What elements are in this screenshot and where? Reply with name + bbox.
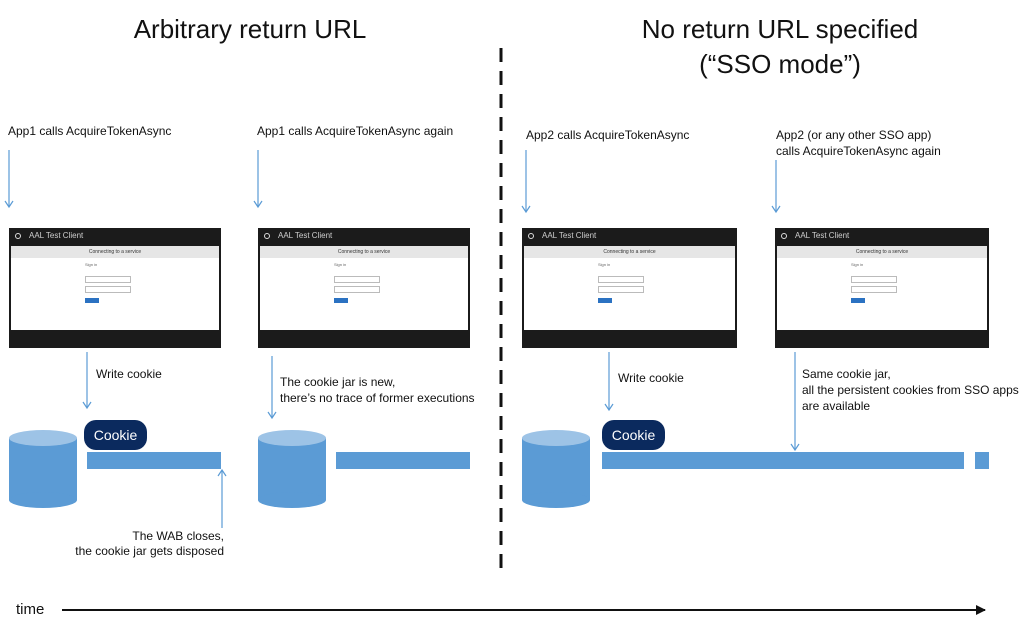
connect-header: Connecting to a service: [11, 246, 219, 258]
right-section-title-line1: No return URL specified: [641, 14, 919, 44]
window-icon: [264, 233, 270, 239]
signin-button[interactable]: [598, 298, 612, 303]
step-app1-call: App1 calls AcquireTokenAsync: [8, 124, 172, 138]
wab-window-1: AAL Test Client Connecting to a service …: [9, 228, 221, 348]
password-field[interactable]: [851, 286, 897, 293]
cookie-jar-left-1: [9, 430, 77, 508]
cookie-badge-right: Cookie: [602, 420, 665, 450]
signin-button[interactable]: [851, 298, 865, 303]
username-field[interactable]: [598, 276, 644, 283]
cookie-jar-right: [522, 430, 590, 508]
cookie-jar-left-2: [258, 430, 326, 508]
connect-header: Connecting to a service: [260, 246, 468, 258]
username-field[interactable]: [85, 276, 131, 283]
same-jar-line2: all the persistent cookies from SSO apps: [802, 383, 1019, 397]
step-app2-call: App2 calls AcquireTokenAsync: [526, 128, 690, 142]
signin-button[interactable]: [85, 298, 99, 303]
jar-lifetime-bar-right: [602, 452, 964, 469]
wab-window-4: AAL Test Client Connecting to a service …: [775, 228, 989, 348]
password-field[interactable]: [598, 286, 644, 293]
step-app2-call-again-line1: App2 (or any other SSO app): [776, 128, 932, 142]
same-jar-line1: Same cookie jar,: [802, 367, 891, 381]
username-field[interactable]: [334, 276, 380, 283]
signin-text: Sign in: [851, 262, 864, 267]
window-title: AAL Test Client: [278, 231, 333, 240]
window-icon: [15, 233, 21, 239]
window-title: AAL Test Client: [29, 231, 84, 240]
password-field[interactable]: [334, 286, 380, 293]
window-title: AAL Test Client: [795, 231, 850, 240]
wab-window-3: AAL Test Client Connecting to a service …: [522, 228, 737, 348]
connect-header: Connecting to a service: [524, 246, 735, 258]
wab-close-line1: The WAB closes,: [132, 529, 224, 543]
window-icon: [781, 233, 787, 239]
username-field[interactable]: [851, 276, 897, 283]
write-cookie-left: Write cookie: [96, 367, 162, 381]
write-cookie-right: Write cookie: [618, 371, 684, 385]
time-label: time: [16, 601, 45, 618]
right-section-title-line2: (“SSO mode”): [699, 49, 861, 79]
wab-close-line2: the cookie jar gets disposed: [75, 544, 224, 558]
signin-button[interactable]: [334, 298, 348, 303]
signin-text: Sign in: [598, 262, 611, 267]
window-title: AAL Test Client: [542, 231, 597, 240]
signin-text: Sign in: [85, 262, 98, 267]
connect-header: Connecting to a service: [777, 246, 987, 258]
new-jar-line1: The cookie jar is new,: [280, 375, 396, 389]
jar-lifetime-bar-right-continued: [975, 452, 989, 469]
window-icon: [528, 233, 534, 239]
password-field[interactable]: [85, 286, 131, 293]
same-jar-line3: are available: [802, 399, 871, 413]
step-app2-call-again-line2: calls AcquireTokenAsync again: [776, 144, 941, 158]
signin-text: Sign in: [334, 262, 347, 267]
wab-window-2: AAL Test Client Connecting to a service …: [258, 228, 470, 348]
jar-lifetime-bar-left-2: [336, 452, 470, 469]
step-app1-call-again: App1 calls AcquireTokenAsync again: [257, 124, 454, 138]
cookie-badge-left: Cookie: [84, 420, 147, 450]
jar-lifetime-bar-left-1: [87, 452, 221, 469]
new-jar-line2: there’s no trace of former executions: [280, 391, 475, 405]
left-section-title: Arbitrary return URL: [133, 14, 367, 44]
